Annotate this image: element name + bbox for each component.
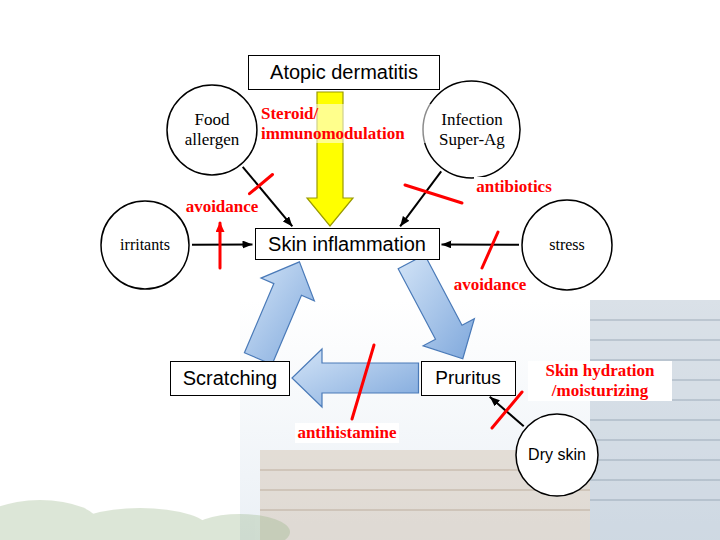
inhibition-line bbox=[482, 232, 498, 268]
node-text: Atopic dermatitis bbox=[270, 61, 418, 84]
annotation-label: avoidance bbox=[452, 275, 529, 295]
inhibition-line bbox=[352, 345, 374, 419]
arrow-connector bbox=[442, 243, 520, 245]
cause-circle: irritants bbox=[100, 200, 190, 290]
annotation-label: antibiotics bbox=[474, 177, 554, 197]
node-text: irritants bbox=[120, 236, 170, 254]
node-text: Food allergen bbox=[176, 110, 248, 149]
node-text: Scratching bbox=[183, 367, 278, 390]
annotation-label: Skin hydration /moisturizing bbox=[528, 361, 672, 400]
block-arrow bbox=[244, 262, 314, 365]
circle-shape bbox=[516, 414, 598, 496]
node-text: Pruritus bbox=[435, 367, 500, 389]
inhibition-line bbox=[492, 392, 522, 428]
annotation-label: avoidance bbox=[184, 197, 261, 217]
process-box: Scratching bbox=[170, 361, 290, 396]
block-arrow bbox=[398, 255, 474, 359]
annotation-label: antihistamine bbox=[295, 423, 398, 443]
sky-fade bbox=[240, 300, 720, 540]
node-text: stress bbox=[549, 236, 585, 254]
building-windows bbox=[590, 320, 720, 500]
process-box: Pruritus bbox=[421, 361, 516, 396]
annotation-label: Steroid/ immunomodulation bbox=[259, 104, 438, 143]
circle-shape bbox=[423, 81, 520, 178]
process-box: Atopic dermatitis bbox=[248, 55, 440, 90]
node-text: Dry skin bbox=[528, 446, 586, 464]
cause-circle: stress bbox=[521, 199, 613, 291]
inhibition-arrow bbox=[219, 223, 222, 268]
cause-circle: Dry skin bbox=[515, 413, 599, 497]
node-text: Skin inflammation bbox=[268, 233, 426, 256]
background-building bbox=[590, 300, 720, 540]
circle-shape bbox=[167, 85, 257, 175]
block-arrow bbox=[292, 349, 419, 407]
circle-shape bbox=[101, 201, 189, 289]
arrow-connector bbox=[192, 243, 253, 245]
circle-shape bbox=[522, 200, 612, 290]
inhibition-line bbox=[250, 175, 273, 194]
cause-circle: Food allergen bbox=[166, 84, 258, 176]
node-text: Infection Super-Ag bbox=[432, 110, 512, 149]
process-box: Skin inflammation bbox=[255, 228, 440, 260]
background-trees bbox=[0, 500, 290, 540]
inhibition-line bbox=[405, 185, 462, 203]
arrow-connector bbox=[400, 171, 441, 226]
